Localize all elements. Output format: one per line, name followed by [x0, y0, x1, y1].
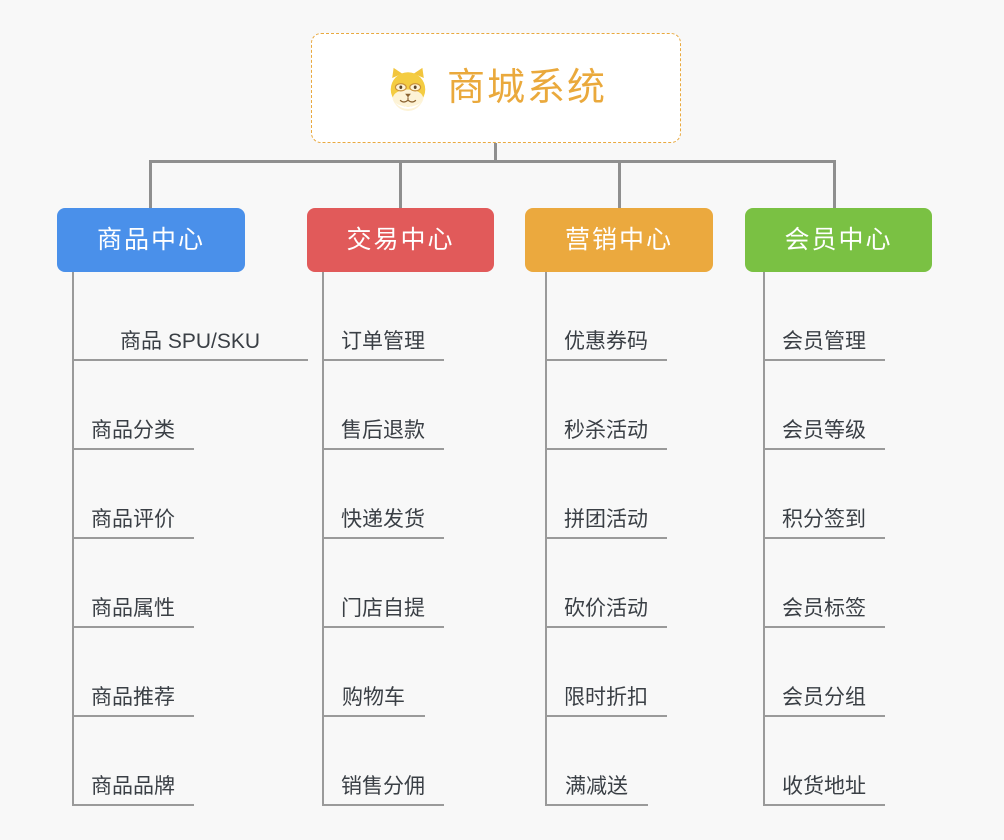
leaf-item[interactable]: 商品分类 — [72, 361, 194, 450]
leaf-item-label: 收货地址 — [782, 774, 866, 798]
category-label: 会员中心 — [784, 225, 893, 254]
leaf-item[interactable]: 商品品牌 — [72, 717, 194, 806]
leaf-item-label: 砍价活动 — [564, 596, 648, 620]
leaf-item[interactable]: 售后退款 — [322, 361, 444, 450]
leaf-item-label: 限时折扣 — [564, 685, 648, 709]
root-node[interactable]: 商城系统 — [311, 33, 681, 143]
leaf-item-label: 拼团活动 — [564, 507, 648, 531]
category-label: 营销中心 — [564, 225, 673, 254]
leaf-item-label: 积分签到 — [782, 507, 866, 531]
leaf-item-label: 快递发货 — [341, 507, 425, 531]
category-label: 商品中心 — [96, 225, 205, 254]
leaf-item-label: 商品属性 — [91, 596, 175, 620]
category-box-marketing-center[interactable]: 营销中心 — [525, 208, 713, 272]
leaf-item-label: 会员管理 — [782, 329, 866, 353]
leaf-item[interactable]: 会员管理 — [763, 272, 885, 361]
leaf-item[interactable]: 订单管理 — [322, 272, 444, 361]
category-box-trade-center[interactable]: 交易中心 — [307, 208, 494, 272]
leaf-item[interactable]: 商品 SPU/SKU — [72, 272, 308, 361]
leaf-item-label: 满减送 — [565, 774, 628, 798]
category-label: 交易中心 — [346, 225, 455, 254]
category-box-product-center[interactable]: 商品中心 — [57, 208, 245, 272]
leaf-item-label: 销售分佣 — [341, 774, 425, 798]
column-trunk-line — [72, 272, 74, 806]
column-trunk-line — [763, 272, 765, 806]
shiba-dog-face-icon — [385, 65, 431, 111]
column-trunk-line — [322, 272, 324, 806]
leaf-item-label: 秒杀活动 — [564, 418, 648, 442]
leaf-item[interactable]: 会员标签 — [763, 539, 885, 628]
leaf-item-label: 商品评价 — [91, 507, 175, 531]
leaf-item[interactable]: 会员分组 — [763, 628, 885, 717]
leaf-item[interactable]: 门店自提 — [322, 539, 444, 628]
leaf-item[interactable]: 销售分佣 — [322, 717, 444, 806]
leaf-item[interactable]: 拼团活动 — [545, 450, 667, 539]
leaf-item-label: 会员等级 — [782, 418, 866, 442]
leaf-item-label: 售后退款 — [341, 418, 425, 442]
leaf-item-label: 会员分组 — [782, 685, 866, 709]
connector-drop-product-center — [149, 160, 152, 210]
connector-root-stem — [494, 143, 497, 163]
leaf-item[interactable]: 快递发货 — [322, 450, 444, 539]
leaf-item[interactable]: 购物车 — [322, 628, 425, 717]
leaf-item[interactable]: 商品属性 — [72, 539, 194, 628]
connector-drop-marketing-center — [618, 160, 621, 210]
leaf-item-label: 订单管理 — [341, 329, 425, 353]
leaf-item[interactable]: 秒杀活动 — [545, 361, 667, 450]
connector-horizontal-bus — [149, 160, 836, 163]
leaf-item-label: 商品品牌 — [91, 774, 175, 798]
leaf-item[interactable]: 优惠券码 — [545, 272, 667, 361]
leaf-item[interactable]: 商品推荐 — [72, 628, 194, 717]
leaf-item-label: 商品分类 — [91, 418, 175, 442]
leaf-item[interactable]: 积分签到 — [763, 450, 885, 539]
root-title: 商城系统 — [446, 67, 607, 109]
column-trunk-line — [545, 272, 547, 806]
leaf-item[interactable]: 会员等级 — [763, 361, 885, 450]
leaf-item[interactable]: 收货地址 — [763, 717, 885, 806]
leaf-item-label: 购物车 — [342, 685, 405, 709]
leaf-item[interactable]: 限时折扣 — [545, 628, 667, 717]
leaf-item-label: 商品 SPU/SKU — [119, 329, 261, 353]
leaf-item[interactable]: 砍价活动 — [545, 539, 667, 628]
leaf-item[interactable]: 商品评价 — [72, 450, 194, 539]
connector-drop-trade-center — [399, 160, 402, 210]
category-box-member-center[interactable]: 会员中心 — [745, 208, 932, 272]
leaf-item-label: 商品推荐 — [91, 685, 175, 709]
connector-drop-member-center — [833, 160, 836, 210]
leaf-item-label: 会员标签 — [782, 596, 866, 620]
leaf-item-label: 优惠券码 — [564, 329, 648, 353]
leaf-item[interactable]: 满减送 — [545, 717, 648, 806]
leaf-item-label: 门店自提 — [341, 596, 425, 620]
